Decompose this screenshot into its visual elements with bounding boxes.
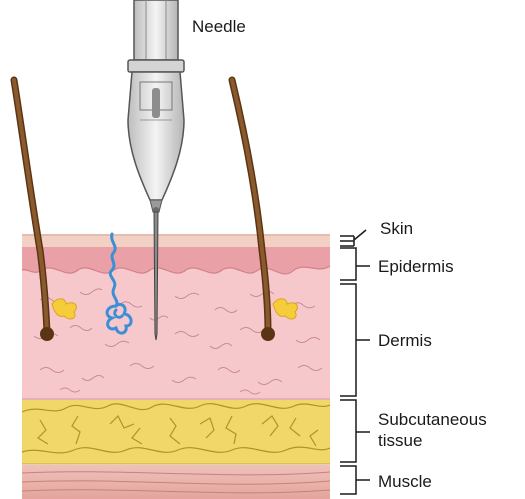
- needle-shaft: [154, 212, 158, 340]
- skin-bracket: [340, 230, 366, 246]
- subcutaneous-label-line2: tissue: [378, 431, 422, 450]
- layer-brackets: [340, 230, 370, 494]
- dermis-label: Dermis: [378, 331, 432, 350]
- epidermis-layer: [22, 247, 330, 274]
- subcutaneous-label-line1: Subcutaneous: [378, 410, 487, 429]
- skin-layers: [22, 234, 330, 499]
- subcutaneous-layer: [22, 400, 330, 464]
- epidermis-label: Epidermis: [378, 257, 454, 276]
- hair-bulb-right: [261, 327, 275, 341]
- dermis-bracket: [340, 284, 370, 396]
- epidermis-bracket: [340, 248, 370, 280]
- muscle-label: Muscle: [378, 472, 432, 491]
- dermis-layer: [22, 262, 330, 400]
- subcutaneous-bracket: [340, 400, 370, 462]
- hair-bulb-left: [40, 327, 54, 341]
- needle-label: Needle: [192, 17, 246, 36]
- skin-surface-layer: [22, 234, 330, 248]
- muscle-layer: [22, 465, 330, 499]
- muscle-bracket: [340, 466, 370, 494]
- skin-label: Skin: [380, 219, 413, 238]
